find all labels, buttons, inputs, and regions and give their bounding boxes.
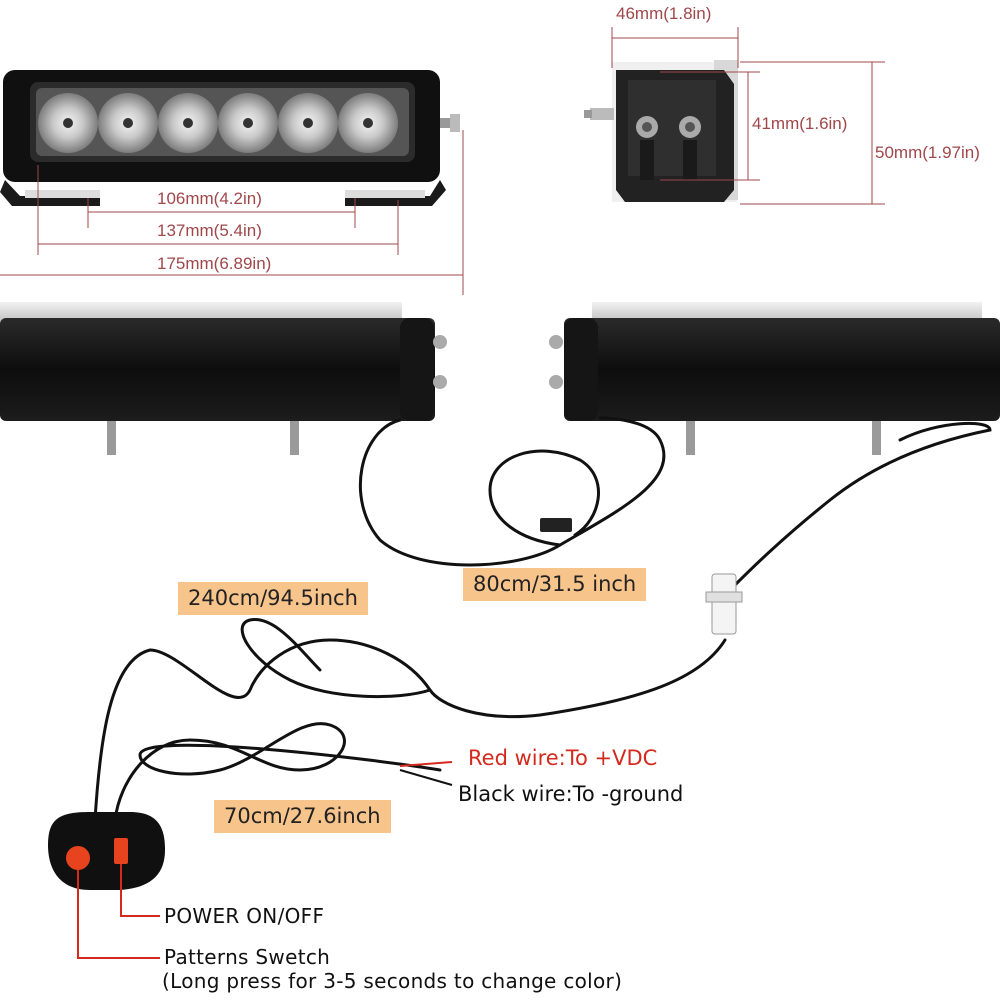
dim-end-width: 46mm(1.8in) xyxy=(616,4,712,23)
cable-length-to-switch: 240cm/94.5inch xyxy=(178,582,368,616)
light-bar-left xyxy=(0,302,447,455)
dim-mount-outer: 137mm(5.4in) xyxy=(157,221,262,240)
light-bar-front-view xyxy=(0,70,460,206)
dim-mount-inner: 106mm(4.2in) xyxy=(157,189,262,208)
red-wire-label: Red wire:To +VDC xyxy=(468,746,658,770)
callout-lines xyxy=(77,864,160,959)
cables xyxy=(93,416,992,822)
cable-length-between-bars: 80cm/31.5 inch xyxy=(463,568,647,602)
black-wire-end xyxy=(399,769,453,786)
dim-end-height: 50mm(1.97in) xyxy=(875,143,980,162)
dim-total-width: 175mm(6.89in) xyxy=(157,254,272,273)
light-bar-end-view xyxy=(584,60,738,202)
light-bar-right xyxy=(549,302,1000,455)
power-label: POWER ON/OFF xyxy=(164,904,325,928)
dimension-lines-end xyxy=(611,27,885,205)
black-wire-label: Black wire:To -ground xyxy=(458,782,684,806)
red-wire-end xyxy=(399,761,453,767)
patterns-note: (Long press for 3-5 seconds to change co… xyxy=(162,969,623,993)
connector xyxy=(540,518,743,635)
dim-end-inner-height: 41mm(1.6in) xyxy=(752,114,848,133)
patterns-label: Patterns Swetch xyxy=(164,945,331,969)
led-row xyxy=(38,93,398,153)
dimension-lines-front xyxy=(0,130,464,295)
control-switch xyxy=(48,812,165,890)
cable-length-power-lead: 70cm/27.6inch xyxy=(214,800,391,834)
